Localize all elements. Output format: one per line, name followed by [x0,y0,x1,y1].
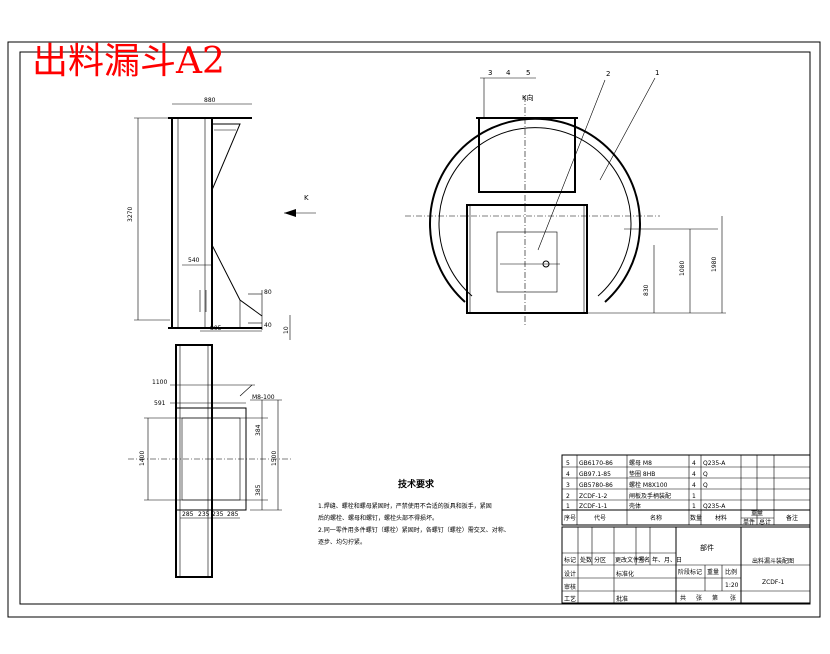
balloon-5: 5 [526,69,530,77]
rev-header-sign: 签名 [638,556,650,564]
sheet-no-label: 第 [712,594,718,602]
rev-header-mark: 标记 [564,556,576,564]
parts-header-weight: 重量 [751,509,763,517]
tech-note-4: 逐步、均匀拧紧。 [318,538,366,546]
balloon-4: 4 [506,69,511,77]
title-category: 部件 [700,543,714,552]
dim-bottom-s1: 384 [255,424,262,436]
parts-row-2-qty: 1 [692,493,696,500]
rev-header-date: 年、月、日 [652,556,682,564]
sheet-total-label: 共 [680,594,686,602]
parts-row-2-code: ZCDF-1-2 [579,493,608,500]
parts-header-unit: 单件 [743,518,755,526]
parts-row-4-name: 垫圈 8HB [629,470,655,478]
parts-row-4-code: GB97.1-85 [579,471,611,478]
parts-row-3-qty: 4 [692,482,696,489]
parts-row-3-no: 3 [566,482,570,489]
outer-frame [7,41,821,618]
parts-row-3-mat: Q [703,482,708,489]
parts-row-2-no: 2 [566,493,570,500]
dim-bottom-h2: 1500 [271,451,278,466]
dim-bottom-b1: 285 [182,511,194,518]
parts-row-2-name: 闸板及手柄装配 [629,492,671,500]
parts-row-1-no: 1 [566,503,570,510]
weight-label: 重量 [707,568,719,576]
parts-header-no: 序号 [564,514,576,522]
parts-row-4-no: 4 [566,471,570,478]
role-standard: 标准化 [616,570,634,578]
tech-note-2: 后的螺栓、螺母和螺钉，螺栓头部不得损坏。 [318,514,438,522]
role-process: 工艺 [564,595,576,603]
parts-header-name: 名称 [650,514,662,522]
stage-label: 阶段标记 [678,568,702,576]
dim-d2: 40 [264,322,272,329]
bottom-view [128,344,292,578]
parts-header-qty: 数量 [690,514,702,522]
dim-bottom-callout: M8-100 [252,394,275,401]
parts-row-5-name: 螺母 M8 [629,459,652,467]
parts-row-3-code: GB5780-86 [579,482,613,489]
rev-header-doc: 更改文件号 [615,556,645,564]
dim-right-h1: 1980 [711,257,718,272]
parts-row-5-no: 5 [566,460,570,467]
parts-header-material: 材料 [715,514,727,522]
front-view [134,103,316,340]
parts-row-1-code: ZCDF-1-1 [579,503,608,510]
parts-table [561,454,811,526]
parts-row-4-mat: Q [703,471,708,478]
rev-header-zone: 分区 [594,556,606,564]
dim-bottom-w2: 591 [154,400,166,407]
drawing-number: ZCDF-1 [762,579,785,586]
part-name: 出料漏斗装配图 [752,557,794,565]
dim-d3: 10 [283,326,290,334]
k-view [405,77,726,325]
view-arrow-label: K [304,194,309,202]
sheet-no-unit: 张 [730,594,736,602]
balloon-3: 3 [488,69,492,77]
dim-height: 3270 [127,207,134,222]
title-block [561,526,811,604]
dim-right-h3: 830 [643,284,650,296]
inner-frame [19,51,811,605]
dim-bottom-h1: 1400 [139,451,146,466]
parts-header-total: 总计 [759,518,771,526]
tech-note-3: 2.同一零件用多件螺钉（螺栓）紧固时，各螺钉（螺栓）需交叉、对称、 [318,526,510,534]
dim-bottom-b4: 285 [227,511,239,518]
scale-value: 1:20 [725,582,739,589]
balloon-1: 1 [655,69,659,77]
view-label: K向 [522,93,534,102]
dim-d1: 80 [264,289,272,296]
dim-top-width: 880 [204,97,216,104]
parts-row-1-name: 壳体 [629,502,641,510]
sheet-total-unit: 张 [696,594,702,602]
scale-label: 比例 [725,568,737,576]
parts-row-3-name: 螺栓 M8X100 [629,481,668,489]
dim-bottom-b3: 235 [212,511,224,518]
parts-row-1-mat: Q235-A [703,503,726,510]
dim-bottom: 805 [210,325,222,332]
parts-row-5-mat: Q235-A [703,460,726,467]
role-review: 审核 [564,583,576,591]
dim-bottom-s2: 385 [255,484,262,496]
role-design: 设计 [564,570,576,578]
tech-note-1: 1.焊缝、螺栓和螺母紧固时，严禁使用不合适的扳具和扳手，紧固 [318,502,492,510]
parts-row-5-qty: 4 [692,460,696,467]
parts-header-code: 代号 [594,514,606,522]
parts-row-5-code: GB6170-86 [579,460,613,467]
parts-row-1-qty: 1 [692,503,696,510]
balloon-2: 2 [606,70,610,78]
parts-header-remark: 备注 [786,514,798,522]
rev-header-count: 处数 [580,556,592,564]
dim-right-h2: 1080 [679,261,686,276]
tech-title: 技术要求 [398,478,435,490]
parts-row-4-qty: 4 [692,471,696,478]
dim-bottom-w1: 1100 [152,379,167,386]
dim-bottom-b2: 235 [198,511,210,518]
role-approve: 批准 [616,595,628,603]
dim-mid: 540 [188,257,200,264]
drawing-title: 出料漏斗A2 [32,41,225,82]
